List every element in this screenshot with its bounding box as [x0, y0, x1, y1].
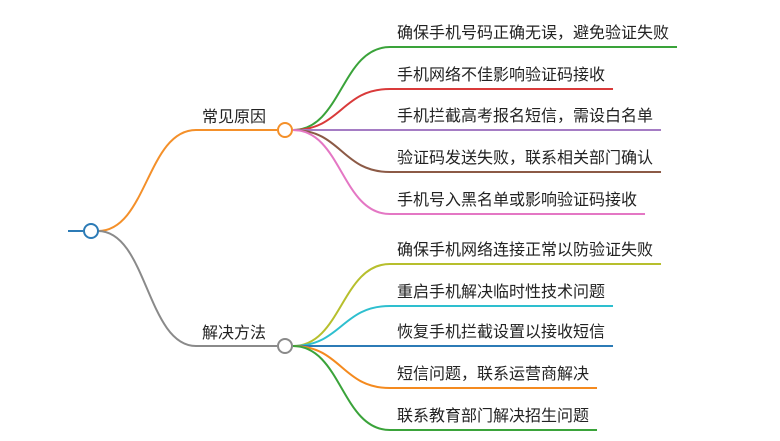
child-label-0-2: 手机拦截高考报名短信，需设白名单 [397, 106, 653, 125]
child-label-1-4: 联系教育部门解决招生问题 [397, 406, 589, 425]
child-label-1-0: 确保手机网络连接正常以防验证失败 [397, 240, 653, 259]
edge-branch-0-to-child-0 [292, 46, 391, 131]
edge-branch-1-to-child-3 [292, 345, 391, 389]
child-label-0-3: 验证码发送失败，联系相关部门确认 [397, 148, 653, 167]
edge-branch-1-to-child-4 [292, 345, 391, 431]
edge-root-to-branch-0 [97, 129, 197, 232]
child-label-1-2: 恢复手机拦截设置以接收短信 [397, 322, 605, 341]
edge-root-to-branch-1 [97, 230, 197, 347]
branch-node-0[interactable] [277, 122, 293, 138]
child-label-0-4: 手机号入黑名单或影响验证码接收 [397, 190, 637, 209]
edge-branch-1-to-child-0 [292, 263, 391, 347]
mindmap-nodes [83, 122, 293, 354]
mindmap-underlines [196, 46, 678, 431]
edge-branch-0-to-child-1 [292, 88, 391, 131]
child-label-0-0: 确保手机号码正确无误，避免验证失败 [397, 23, 669, 42]
root-node[interactable] [83, 223, 99, 239]
child-label-0-1: 手机网络不佳影响验证码接收 [397, 65, 605, 84]
branch-label-0: 常见原因 [202, 107, 266, 126]
edge-branch-0-to-child-4 [292, 129, 391, 215]
child-label-1-3: 短信问题，联系运营商解决 [397, 364, 589, 383]
branch-label-1: 解决方法 [202, 323, 266, 342]
branch-node-1[interactable] [277, 338, 293, 354]
mindmap-edges [68, 46, 391, 431]
mindmap-labels: 常见原因 确保手机号码正确无误，避免验证失败手机网络不佳影响验证码接收手机拦截高考… [202, 23, 669, 425]
child-label-1-1: 重启手机解决临时性技术问题 [397, 282, 605, 301]
edge-branch-1-to-child-1 [292, 305, 391, 347]
edge-branch-0-to-child-3 [292, 129, 391, 173]
